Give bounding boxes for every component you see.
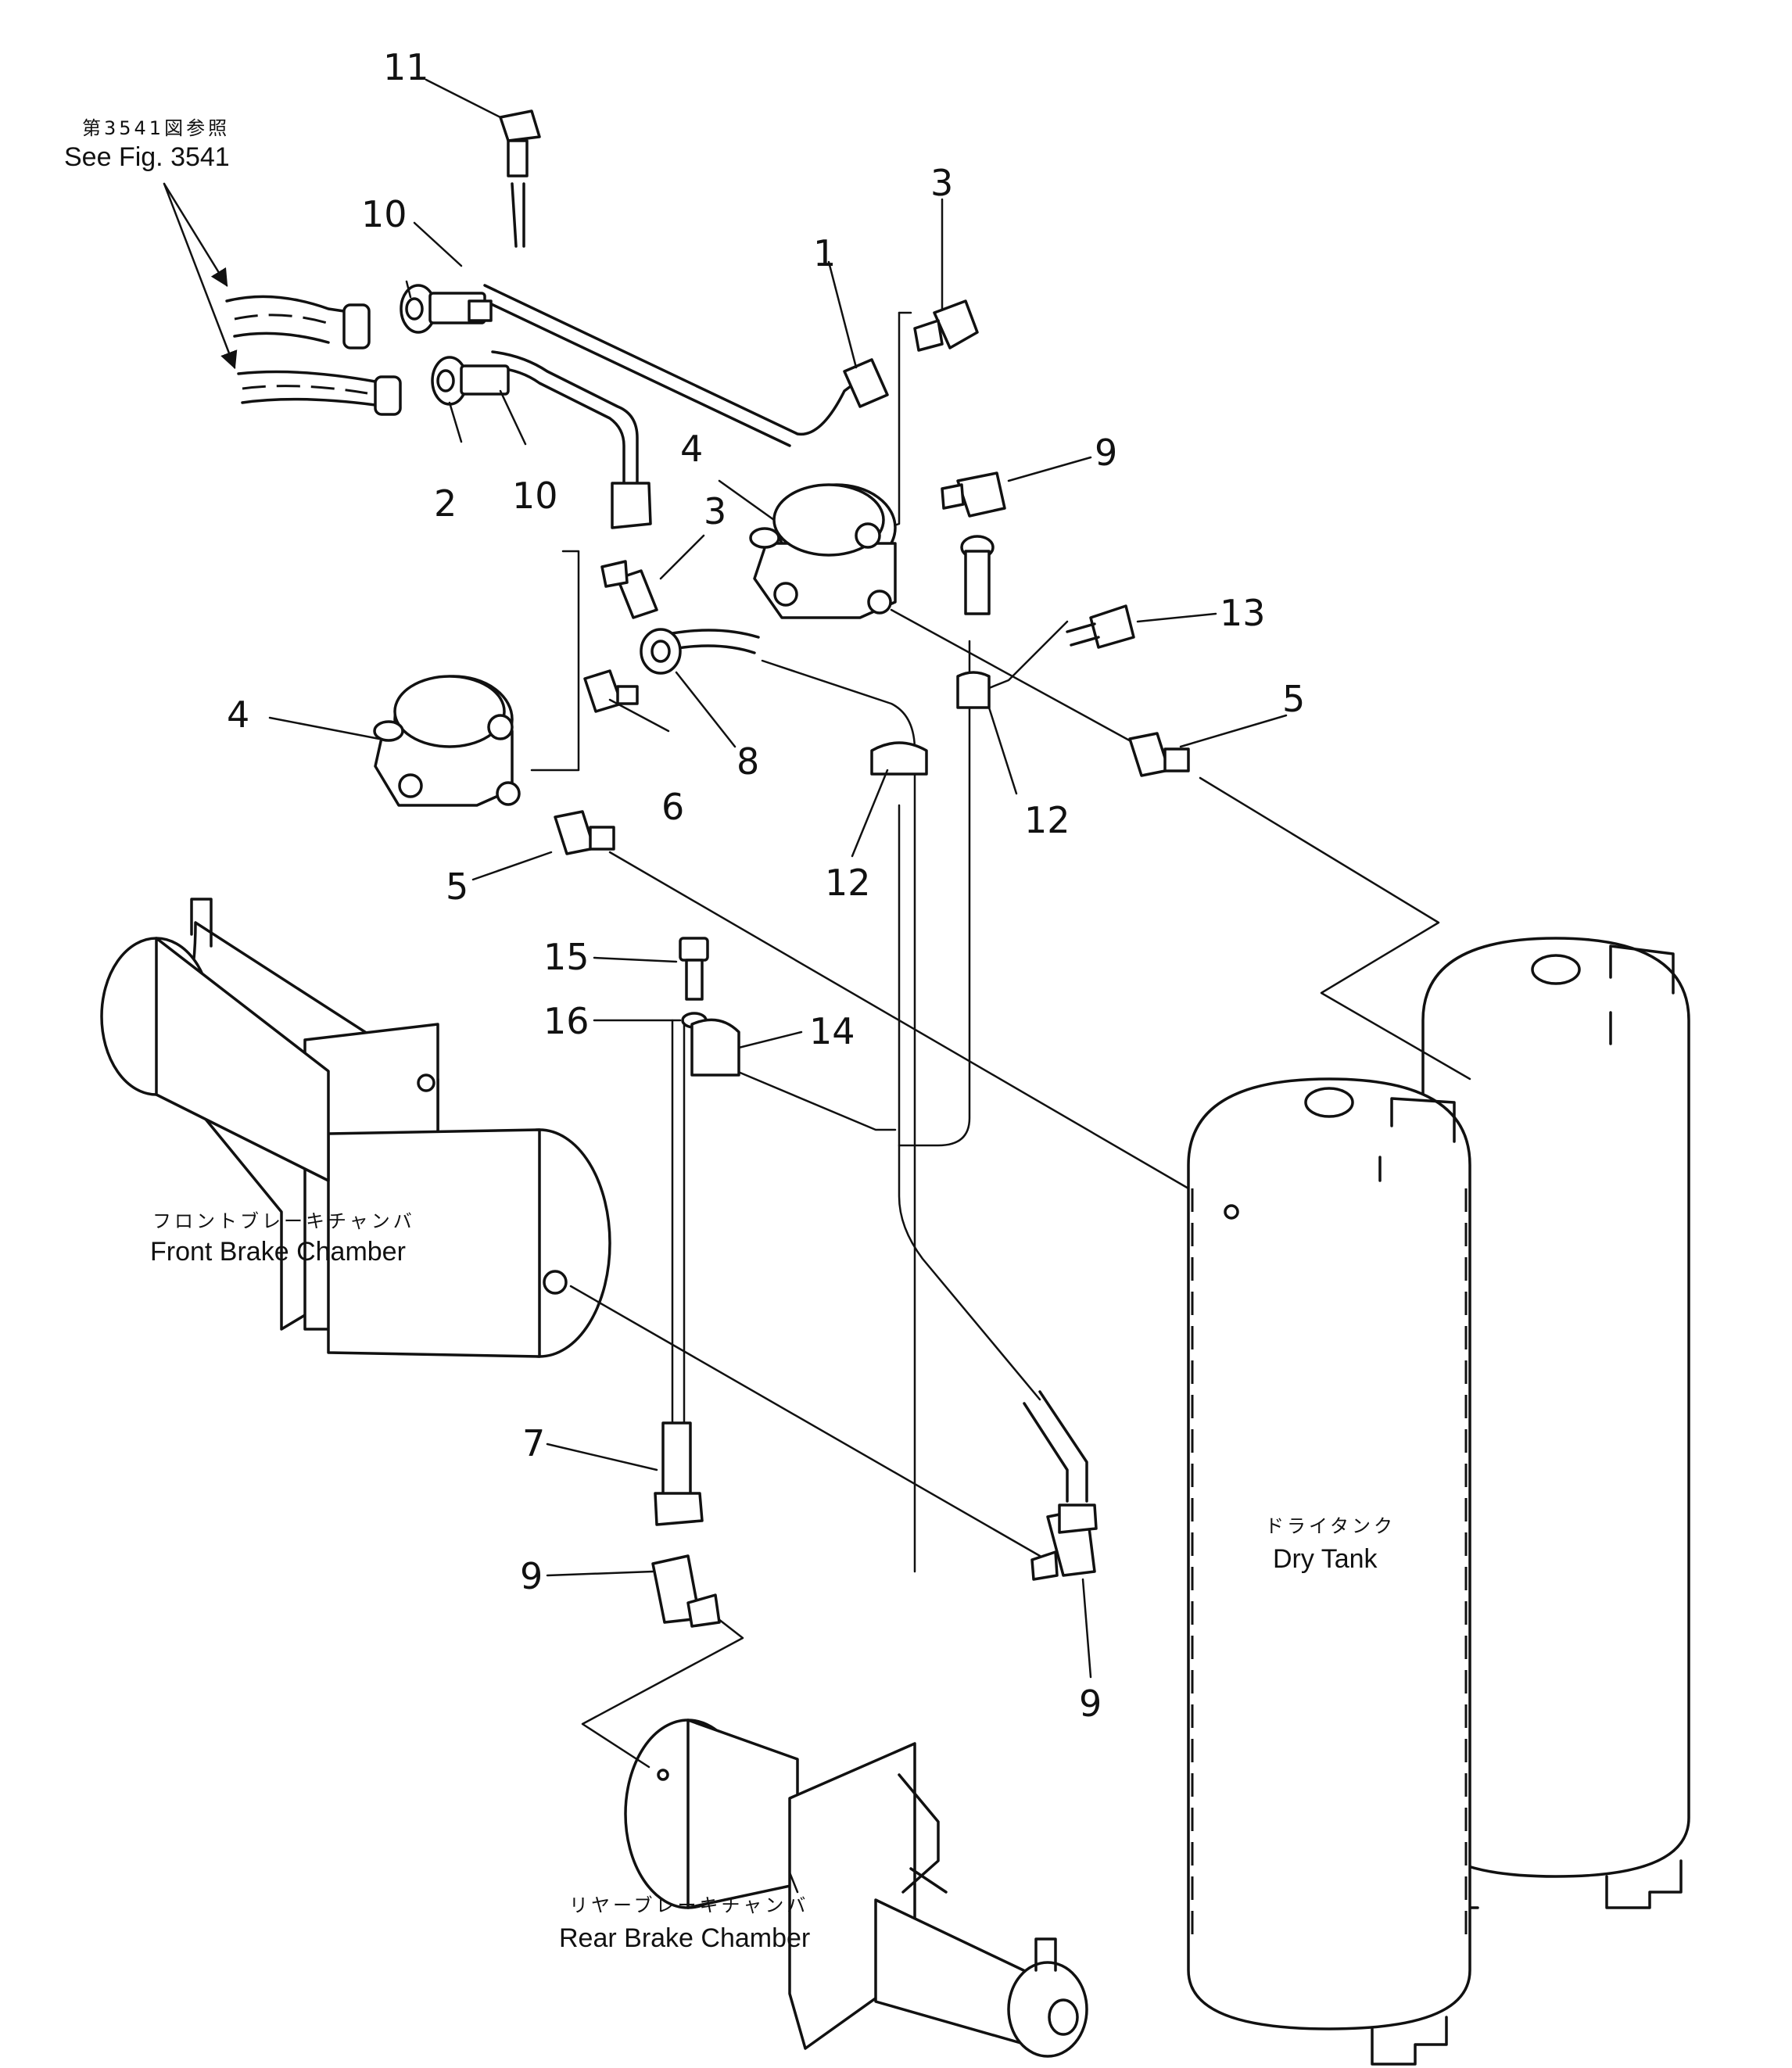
callout-10-upper: 10 bbox=[361, 193, 407, 235]
reference-en: See Fig. 3541 bbox=[64, 142, 230, 172]
dry-tank-en: Dry Tank bbox=[1273, 1544, 1378, 1574]
callout-3-mid: 3 bbox=[704, 490, 726, 532]
dry-tank-rear bbox=[1421, 937, 1690, 1909]
callout-4-upper: 4 bbox=[680, 428, 703, 470]
callout-9-right: 9 bbox=[1079, 1683, 1102, 1725]
labels: 第3541図参照 See Fig. 3541 フロントブレーキチャンバ Fron… bbox=[64, 117, 1396, 1953]
front-brake-chamber-en: Front Brake Chamber bbox=[150, 1237, 406, 1267]
rear-brake-chamber bbox=[624, 1719, 1088, 2058]
front-brake-chamber-jp: フロントブレーキチャンバ bbox=[152, 1210, 415, 1232]
callout-9-top: 9 bbox=[1095, 432, 1117, 474]
callout-1: 1 bbox=[813, 232, 836, 274]
dry-tank-jp: ドライタンク bbox=[1265, 1515, 1396, 1537]
callout-4-lower: 4 bbox=[227, 694, 249, 736]
callout-2: 2 bbox=[434, 482, 457, 525]
leader-lines bbox=[163, 78, 1288, 1894]
dry-tank-front bbox=[1187, 1077, 1471, 2066]
front-brake-chamber bbox=[100, 898, 611, 1358]
reference-jp: 第3541図参照 bbox=[82, 117, 230, 139]
callout-7: 7 bbox=[522, 1422, 545, 1464]
piping bbox=[483, 284, 1471, 1769]
callout-5-right: 5 bbox=[1282, 678, 1305, 720]
callouts: 11 10 1 3 2 10 4 9 3 13 5 4 8 6 12 12 5 … bbox=[227, 46, 1305, 1725]
callout-12-right: 12 bbox=[1024, 799, 1070, 841]
callout-12-left: 12 bbox=[825, 862, 871, 904]
callout-5-left: 5 bbox=[446, 866, 468, 908]
callout-9-left: 9 bbox=[520, 1555, 543, 1597]
callout-3-top: 3 bbox=[930, 162, 953, 204]
callout-13: 13 bbox=[1220, 592, 1266, 634]
hoses-see-fig bbox=[225, 295, 402, 416]
callout-6: 6 bbox=[661, 786, 684, 828]
callout-14: 14 bbox=[809, 1010, 855, 1052]
rear-brake-chamber-en: Rear Brake Chamber bbox=[559, 1923, 810, 1953]
callout-11: 11 bbox=[383, 46, 429, 88]
callout-8: 8 bbox=[737, 740, 759, 783]
callout-15: 15 bbox=[543, 936, 590, 978]
parts bbox=[373, 109, 1190, 1628]
rear-brake-chamber-jp: リヤーブレーキチャンバ bbox=[569, 1894, 808, 1916]
callout-16: 16 bbox=[543, 1000, 590, 1042]
callout-10-lower: 10 bbox=[512, 475, 558, 517]
